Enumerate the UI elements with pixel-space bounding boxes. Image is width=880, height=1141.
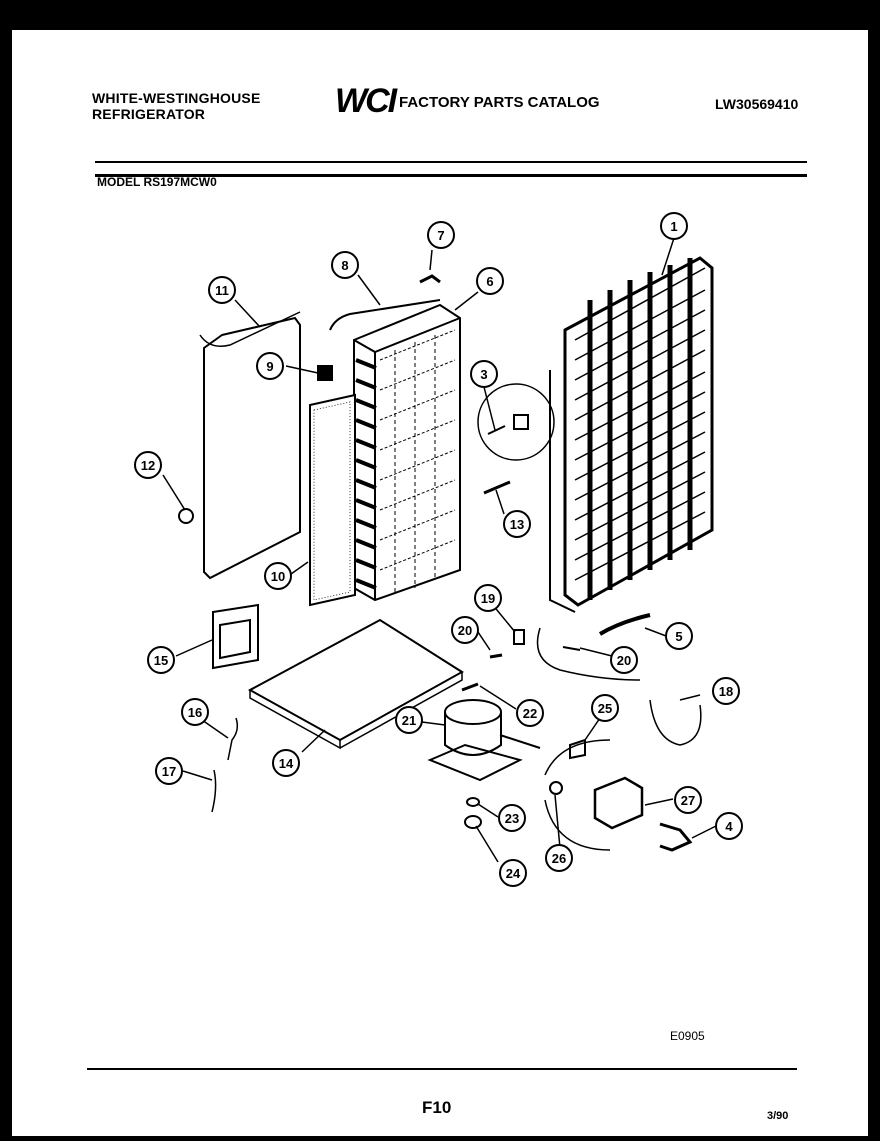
- footer-rule: [87, 1068, 797, 1070]
- callout-number: 8: [341, 258, 348, 273]
- callout-number: 20: [458, 623, 472, 638]
- tubing: [329, 299, 441, 331]
- wire-17: [211, 769, 217, 813]
- callout-number: 16: [188, 705, 202, 720]
- callout-circle: [181, 698, 209, 726]
- callout-number: 20: [617, 653, 631, 668]
- callout-circle: [476, 267, 504, 295]
- brand-block: WHITE-WESTINGHOUSE REFRIGERATOR: [92, 90, 260, 122]
- callout-number: 5: [675, 629, 682, 644]
- callout-number: 12: [141, 458, 155, 473]
- callout-number: 23: [505, 811, 519, 826]
- part-18: [649, 699, 702, 746]
- callout-number: 4: [725, 819, 733, 834]
- callout-number: 25: [598, 701, 612, 716]
- part-23: [466, 797, 480, 807]
- evaporator: [353, 303, 461, 602]
- wire-16: [227, 717, 239, 761]
- header-rule: [95, 161, 807, 163]
- base-plate: [247, 618, 464, 742]
- part-24: [464, 815, 482, 829]
- leader-lines: [162, 237, 717, 863]
- part-26: [549, 781, 563, 795]
- header-rule-thick: [95, 174, 807, 177]
- gasket-frame: [203, 316, 301, 580]
- callout-circle: [155, 757, 183, 785]
- callout-circle: [272, 749, 300, 777]
- callout-number: 13: [510, 517, 524, 532]
- part-12: [178, 508, 194, 524]
- callout-circle: [674, 786, 702, 814]
- callout-circle: [503, 510, 531, 538]
- callout-circle: [712, 677, 740, 705]
- document-number: LW30569410: [715, 96, 799, 112]
- callout-number: 9: [266, 359, 273, 374]
- catalog-title: FACTORY PARTS CATALOG: [399, 94, 600, 111]
- part-13: [483, 480, 511, 495]
- page-number: F10: [422, 1098, 452, 1117]
- callout-number: 17: [162, 764, 176, 779]
- callout-number: 27: [681, 793, 695, 808]
- callout-circle: [499, 859, 527, 887]
- catalog-page: WHITE-WESTINGHOUSE REFRIGERATOR WCI FACT…: [12, 30, 868, 1136]
- callout-circle: [516, 699, 544, 727]
- wci-logo: WCI: [335, 82, 397, 120]
- callout-number: 3: [480, 367, 487, 382]
- callout-circle: [591, 694, 619, 722]
- callout-circle: [545, 844, 573, 872]
- callout-circle: [474, 584, 502, 612]
- switch-part: [513, 414, 529, 430]
- callout-number: 22: [523, 706, 537, 721]
- callout-circle: [264, 562, 292, 590]
- callout-number: 1: [670, 219, 677, 234]
- clip-4: [659, 822, 693, 852]
- callout-circle: [715, 812, 743, 840]
- callout-number: 6: [486, 274, 493, 289]
- callout-circle: [256, 352, 284, 380]
- relay-27: [593, 776, 644, 830]
- part-19: [513, 629, 525, 645]
- callout-number: 11: [215, 283, 229, 298]
- callout-number: 26: [552, 851, 566, 866]
- callout-number: 10: [271, 569, 285, 584]
- callout-number: 15: [154, 653, 168, 668]
- detail-circle: [477, 383, 555, 461]
- callout-circle: [147, 646, 175, 674]
- callout-circle: [395, 706, 423, 734]
- product-type: REFRIGERATOR: [92, 106, 206, 122]
- revision-date: 3/90: [767, 1110, 789, 1122]
- model-label: MODEL RS197MCW0: [97, 175, 217, 189]
- callout-number: 21: [402, 713, 416, 728]
- callout-circle: [208, 276, 236, 304]
- part-25: [569, 738, 586, 760]
- diagram-code: E0905: [670, 1029, 705, 1043]
- brand-name: WHITE-WESTINGHOUSE: [92, 90, 261, 106]
- bracket-15: [212, 603, 259, 670]
- callout-number: 7: [437, 228, 444, 243]
- part-5: [598, 613, 651, 636]
- callout-circle: [665, 622, 693, 650]
- compressor: [427, 699, 541, 782]
- callout-circle: [660, 212, 688, 240]
- callout-number: 24: [506, 866, 521, 881]
- callout-number: 18: [719, 684, 733, 699]
- callout-number: 14: [279, 756, 294, 771]
- callout-circle: [451, 616, 479, 644]
- condenser-coil: [549, 256, 714, 613]
- callout-circle: [470, 360, 498, 388]
- part-22: [461, 682, 479, 692]
- callout-number: 19: [481, 591, 495, 606]
- callout-circle: [610, 646, 638, 674]
- callout-circle: [134, 451, 162, 479]
- block-9: [317, 365, 333, 381]
- callout-circle: [331, 251, 359, 279]
- callout-circle: [498, 804, 526, 832]
- panel: [309, 393, 356, 607]
- callout-circle: [427, 221, 455, 249]
